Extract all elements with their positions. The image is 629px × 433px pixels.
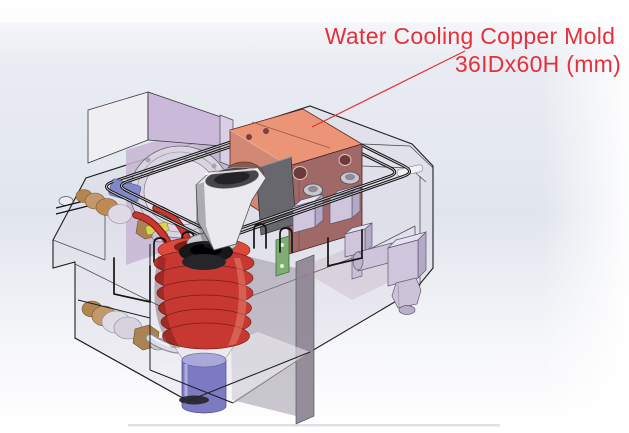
- ceramic-insulator: [107, 204, 133, 224]
- mold-flange-nuts: [303, 171, 360, 197]
- annotation-dimension: 36IDx60H (mm): [455, 51, 621, 77]
- background-fade-top: [0, 0, 629, 22]
- coil-highlight: [228, 258, 247, 346]
- background-fade-right: [540, 0, 629, 433]
- terminal-board: [275, 235, 290, 277]
- spacer-block: [255, 156, 297, 236]
- mold-water-port: [338, 154, 352, 166]
- pouring-funnel: [179, 167, 267, 270]
- mold-water-port: [292, 166, 308, 180]
- flange-bolt: [211, 163, 217, 169]
- leader-line: [311, 50, 466, 128]
- mold-bolt-hole: [246, 134, 252, 140]
- frame-foot-shadow: [179, 395, 209, 405]
- clamp-bracket-right: [327, 229, 363, 268]
- coil-turn: [162, 322, 250, 350]
- mold-edge-highlight: [229, 129, 290, 167]
- hex-nut: [391, 277, 422, 309]
- mold-bolt-hole: [263, 128, 269, 134]
- right-elbow-fitting: [352, 231, 428, 315]
- mold-ridge: [251, 121, 331, 149]
- ground-shadow: [128, 424, 500, 427]
- coil-shade: [154, 255, 180, 348]
- annotation-title: Water Cooling Copper Mold: [325, 23, 615, 49]
- inner-frame-panel: [295, 254, 315, 425]
- flange-bolt: [145, 157, 151, 163]
